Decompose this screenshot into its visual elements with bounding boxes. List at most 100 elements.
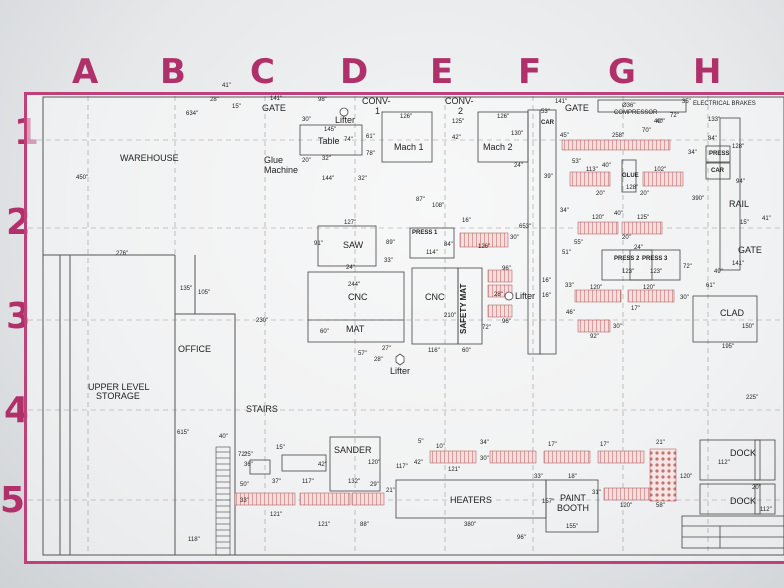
lifter-symbols (339, 107, 514, 366)
dim: 45" (560, 133, 569, 139)
dim: 123" (650, 269, 663, 275)
dim: 92" (590, 334, 599, 340)
dim: 21" (386, 488, 395, 494)
dim: 157" (542, 499, 555, 505)
dim: 120" (643, 285, 656, 291)
dim: 58" (656, 503, 665, 509)
dim: 112" (718, 460, 730, 466)
conveyor-hatches (234, 139, 684, 506)
area-table: Table (318, 136, 340, 146)
dim: 78" (366, 151, 375, 157)
dim: 72" (670, 113, 679, 119)
dim: 126" (478, 244, 491, 250)
dim: 40" (614, 211, 623, 217)
column-header-e: E (430, 52, 454, 92)
label-gate-top-right: GATE (565, 103, 589, 113)
dim: 132" (348, 479, 361, 485)
dim: 121" (448, 467, 461, 473)
area-paint-booth-1: PAINT (560, 493, 586, 503)
dim: 53" (541, 109, 550, 115)
dim: 33" (534, 474, 543, 480)
dim: 121" (270, 512, 283, 518)
area-glue-machine-1: Glue (264, 155, 284, 165)
dim: 121" (318, 522, 331, 528)
dim: 96" (517, 535, 526, 541)
label-lifter-1: Lifter (335, 115, 356, 125)
label-conv2-b: 2 (458, 106, 464, 116)
label-electrical-brakes: ELECTRICAL BRAKES (693, 101, 756, 107)
dim: 33" (240, 498, 249, 504)
dim: 34" (688, 150, 697, 156)
dim: 112" (760, 507, 772, 513)
area-warehouse: WAREHOUSE (120, 153, 179, 163)
area-dock-1: DOCK (730, 448, 757, 458)
dim: 117" (396, 464, 408, 470)
dim: 96" (502, 319, 511, 325)
dim: 72" (683, 264, 692, 270)
dim: 60" (320, 329, 329, 335)
dim: 37" (272, 479, 281, 485)
dim: 60" (462, 348, 471, 354)
dim: 20" (640, 191, 649, 197)
dim: 87" (416, 197, 425, 203)
dim: 36" (244, 462, 253, 468)
dim: 230" (256, 318, 269, 324)
dim: 28" (210, 97, 219, 103)
dim: 51" (562, 250, 571, 256)
dim: 88" (360, 522, 369, 528)
dim: 195" (722, 344, 735, 350)
dim: 53" (572, 159, 581, 165)
area-heaters: HEATERS (450, 495, 492, 505)
dim: 10" (436, 444, 445, 450)
label-compressor: COMPRESSOR (614, 110, 658, 116)
dim: 135" (180, 286, 193, 292)
dim: 98" (318, 97, 327, 103)
column-header-g: G (608, 52, 636, 92)
dim: 57" (358, 351, 367, 357)
dim: 155" (566, 524, 579, 530)
area-car-2: CAR (711, 168, 724, 174)
dim: 61" (706, 283, 715, 289)
dim: 35" (682, 99, 691, 105)
dim: 120" (590, 285, 603, 291)
dim: 16" (542, 278, 551, 284)
dim: 244" (348, 282, 361, 288)
area-stairs: STAIRS (246, 404, 278, 414)
area-mat: MAT (346, 324, 365, 334)
dim: 258" (612, 133, 625, 139)
dim: 120" (680, 474, 693, 480)
dim: 117" (302, 479, 314, 485)
area-mach2: Mach 2 (483, 142, 513, 152)
area-dock-2: DOCK (730, 496, 757, 506)
dim: 127" (344, 220, 357, 226)
dim: 24" (346, 265, 355, 271)
dim: 94" (736, 179, 745, 185)
dim: 41" (762, 216, 771, 222)
label-compressor-size: Ø36" (622, 103, 636, 109)
dim: 102" (654, 167, 667, 173)
dim: 42" (452, 135, 461, 141)
dim: 55" (574, 240, 583, 246)
dim: 28" (374, 357, 383, 363)
label-conv1-a: CONV- (362, 96, 391, 106)
dim: 30" (613, 324, 622, 330)
dim: 118" (188, 537, 200, 543)
dim: 5" (418, 439, 424, 445)
stairs-symbol (215, 446, 231, 556)
column-header-f: F (518, 52, 542, 92)
area-press2: PRESS 2 (614, 256, 640, 262)
dim: 61" (366, 134, 375, 140)
dim: 34" (560, 208, 569, 214)
dim: 30" (480, 456, 489, 462)
dim: 40" (602, 163, 611, 169)
dim: 225" (746, 395, 759, 401)
label-conv2-a: CONV- (445, 96, 474, 106)
dim: 84" (708, 136, 717, 142)
dim: 125" (452, 119, 465, 125)
area-office: OFFICE (178, 344, 211, 354)
dim: 144" (322, 176, 335, 182)
area-glue-machine-2: Machine (264, 165, 299, 175)
dim: 33" (384, 258, 393, 264)
area-mach1: Mach 1 (394, 142, 424, 152)
dim: 113" (586, 167, 598, 173)
